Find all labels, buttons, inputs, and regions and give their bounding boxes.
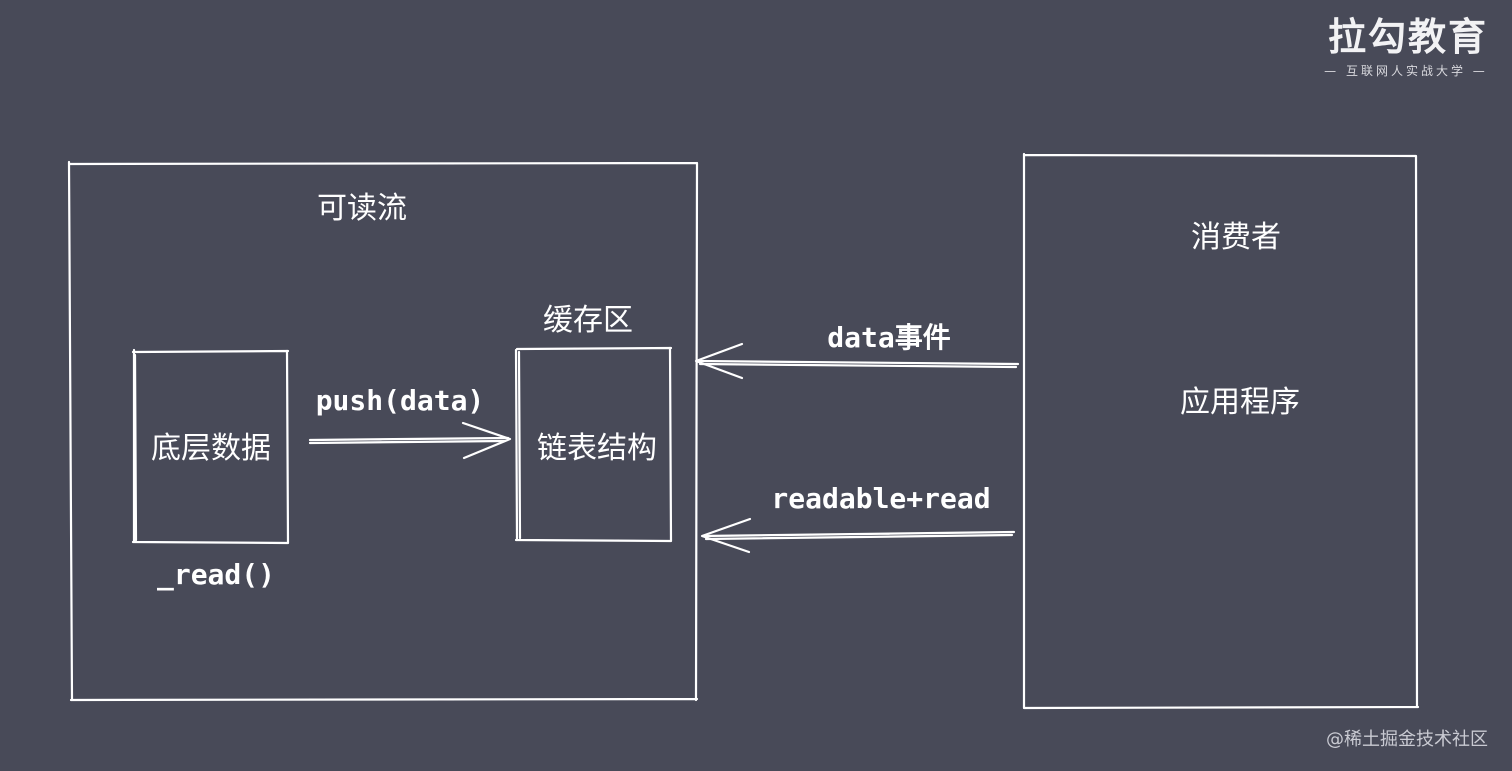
buffer-title: 缓存区 <box>543 303 633 338</box>
buffer-border <box>514 346 673 543</box>
underlying-data-label: 底层数据 <box>151 431 271 466</box>
brand-logo: 拉勾教育 — 互联网人实战大学 — <box>1324 15 1488 78</box>
underlying-data-box: 底层数据 _read() <box>131 348 290 591</box>
consumer-app-label: 应用程序 <box>1180 385 1300 420</box>
data-event-arrow-head <box>694 342 744 380</box>
buffer-label: 链表结构 <box>537 431 657 466</box>
brand-name: 拉勾教育 <box>1328 15 1488 59</box>
readable-stream-border <box>67 160 699 702</box>
readable-stream-title: 可读流 <box>317 191 407 226</box>
push-arrow-shaft <box>308 436 510 445</box>
data-event-label: data事件 <box>827 321 950 354</box>
readable-read-arrow-head <box>700 517 752 554</box>
readable-read-arrow: readable+read <box>700 482 1016 554</box>
readable-stream-box: 可读流 <box>67 160 699 702</box>
data-event-arrow: data事件 <box>694 321 1020 380</box>
push-arrow-head <box>461 421 512 460</box>
underlying-data-border <box>131 348 290 545</box>
readable-read-arrow-shaft <box>701 530 1016 541</box>
read-method-label: _read() <box>157 558 275 591</box>
push-arrow: push(data) <box>308 384 512 460</box>
consumer-box: 消费者 应用程序 <box>1022 152 1420 710</box>
credit-watermark: @稀土掘金技术社区 <box>1326 729 1488 750</box>
consumer-border <box>1022 152 1420 710</box>
buffer-box: 缓存区 链表结构 <box>514 303 673 543</box>
push-label: push(data) <box>316 384 485 417</box>
brand-tagline: — 互联网人实战大学 — <box>1324 63 1488 78</box>
consumer-title: 消费者 <box>1191 220 1281 255</box>
data-event-arrow-shaft <box>695 359 1020 369</box>
readable-read-label: readable+read <box>771 482 990 515</box>
